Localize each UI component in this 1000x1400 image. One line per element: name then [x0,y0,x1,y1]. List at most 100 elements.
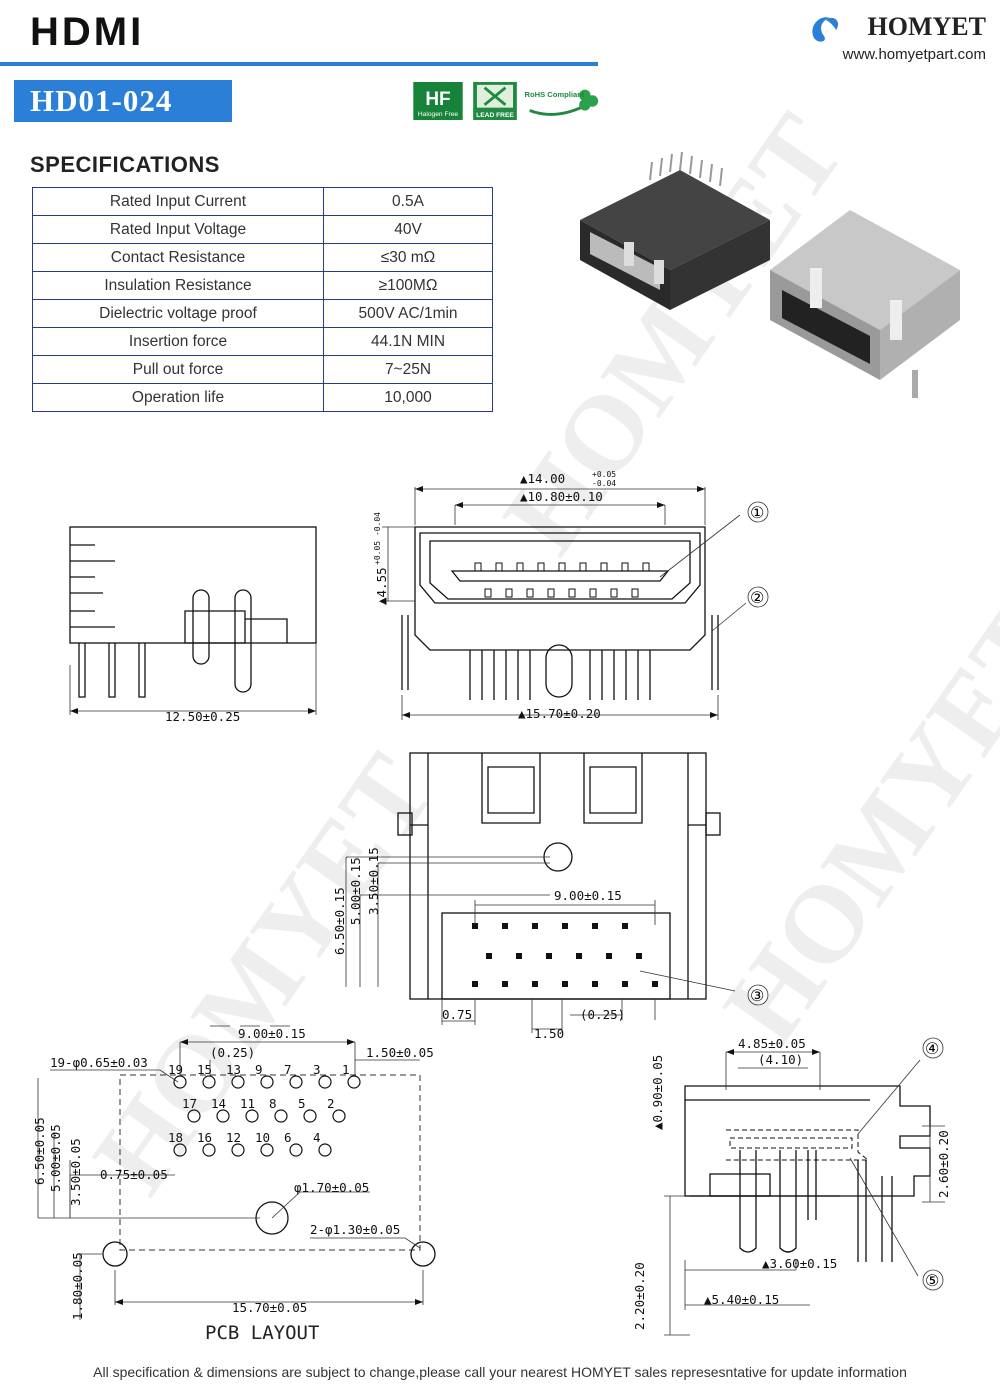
front-pin-row [474,562,650,598]
side-view-drawing: 12.50±0.25 [69,526,317,724]
bottom-left-gap-dim: 0.75 [442,1007,472,1022]
pcb-pin-number: 9 [255,1062,263,1077]
spec-name: Insertion force [32,327,324,356]
product-photo [580,151,960,398]
pcb-hole [202,1075,216,1089]
brand-name: HOMYET [867,12,986,41]
connector-photo-front [770,210,960,398]
pcb-pin-number: 3 [313,1062,321,1077]
profile-pin-offset-dim: ▲3.60±0.15 [762,1256,837,1271]
bottom-offset-dim: (0.25) [580,1007,625,1022]
halogen-free-icon: HF Halogen Free [413,82,463,120]
spec-name: Insulation Resistance [32,271,324,300]
callout-4: ④ [925,1039,939,1058]
bottom-h-inner-dim: 3.50±0.15 [366,847,381,915]
profile-top-height-dim: ▲0.90±0.05 [650,1055,665,1130]
spec-value: ≤30 mΩ [323,243,493,272]
pcb-hole [289,1075,303,1089]
pcb-layout-drawing: 9.00±0.15 (0.25) 1.50±0.05 19-φ0.65±0.03… [32,1025,436,1320]
pcb-mount-hole-right [410,1241,436,1267]
profile-body-outline [684,1085,931,1197]
pcb-v-mid-dim: 5.00±0.05 [48,1124,63,1192]
pcb-pin-number: 18 [168,1130,183,1145]
spec-value: 500V AC/1min [323,299,493,328]
svg-text:+0.05: +0.05 [592,470,616,479]
pcb-mount-hole-left [102,1241,128,1267]
model-number: HD01-024 [14,80,232,122]
spec-name: Rated Input Current [32,187,324,216]
profile-top-inner-dim: (4.10) [758,1052,803,1067]
pcb-layout-label: PCB LAYOUT [205,1322,320,1344]
pcb-hole [318,1075,332,1089]
brand-url: www.homyetpart.com [842,46,986,63]
svg-text:-0.04: -0.04 [592,479,616,488]
spec-value: 40V [323,215,493,244]
pcb-pin-number: 15 [197,1062,212,1077]
pcb-hole [274,1109,288,1123]
front-outer-dim: ▲14.00 [520,471,565,486]
pcb-hole [318,1143,332,1157]
pcb-pin-number: 16 [197,1130,212,1145]
profile-view-drawing: 4.85±0.05 (4.10) ▲0.90±0.05 2.60±0.20 2.… [632,1036,951,1336]
callout-3: ③ [750,986,764,1005]
svg-text:RoHS Compliant: RoHS Compliant [524,90,584,99]
pcb-pin-number: 7 [284,1062,292,1077]
pcb-left-gap-dim: 0.75±0.05 [100,1167,168,1182]
pcb-hole [347,1075,361,1089]
pcb-width-dim: 15.70±0.05 [232,1300,307,1315]
rohs-icon: RoHS Compliant [524,89,599,116]
lead-free-icon: LEAD FREE [473,82,517,120]
front-height-dim: ▲4.55 [374,567,389,605]
svg-text:Halogen Free: Halogen Free [418,111,459,118]
pcb-hole [202,1143,216,1157]
title-underline [0,62,598,66]
front-shell-outline [414,526,706,651]
pcb-pin-number: 19 [168,1062,183,1077]
footer-disclaimer: All specification & dimensions are subje… [93,1364,907,1380]
callout-2: ② [750,588,764,607]
pcb-pin-number: 14 [211,1096,226,1111]
bottom-pitch-dim: 1.50 [534,1026,564,1041]
bottom-pin-field [441,912,671,1000]
bottom-h-outer-dim: 6.50±0.15 [332,887,347,955]
spec-name: Dielectric voltage proof [32,299,324,328]
front-base-dim: ▲15.70±0.20 [518,706,601,721]
pcb-pin-number: 12 [226,1130,241,1145]
spec-value: 10,000 [323,383,493,412]
pcb-v-inner-dim: 3.50±0.05 [68,1138,83,1206]
bottom-view-drawing: 6.50±0.15 5.00±0.15 3.50±0.15 9.00±0.15 … [332,752,769,1041]
pcb-pin-number: 2 [327,1096,335,1111]
pcb-hole [303,1109,317,1123]
bottom-h-mid-dim: 5.00±0.15 [348,857,363,925]
pcb-v-mount-dim: 1.80±0.05 [70,1252,85,1320]
spec-value: 7~25N [323,355,493,384]
pcb-pin-number: 13 [226,1062,241,1077]
spec-value: ≥100MΩ [323,271,493,300]
pcb-hole [187,1109,201,1123]
pcb-pin-number: 17 [182,1096,197,1111]
connector-photo-rear [580,151,770,310]
pcb-edge-dim: 1.50±0.05 [366,1045,434,1060]
profile-top-width-dim: 4.85±0.05 [738,1036,806,1051]
pcb-pin-number: 5 [298,1096,306,1111]
brand-block: HOMYET www.homyetpart.com [806,8,986,68]
svg-text:+0.05 -0.04: +0.05 -0.04 [373,512,382,565]
pcb-span-dim: 9.00±0.15 [238,1026,306,1041]
pcb-hole [260,1075,274,1089]
pcb-offset-dim: (0.25) [210,1045,255,1060]
profile-right-height-dim: 2.60±0.20 [936,1130,951,1198]
bottom-body-outline [409,752,707,1000]
front-view-drawing: ▲14.00 +0.05 -0.04 ▲10.80±0.10 ▲15.70±0.… [373,470,769,721]
pcb-pin-number: 1 [342,1062,350,1077]
specifications-heading: SPECIFICATIONS [30,152,220,177]
front-inner-dim: ▲10.80±0.10 [520,489,603,504]
svg-text:HF: HF [425,89,450,110]
spec-name: Rated Input Voltage [32,215,324,244]
side-post [234,589,252,693]
callout-5: ⑤ [925,1271,939,1290]
pcb-mount-holes-dim: 2-φ1.30±0.05 [310,1222,400,1237]
